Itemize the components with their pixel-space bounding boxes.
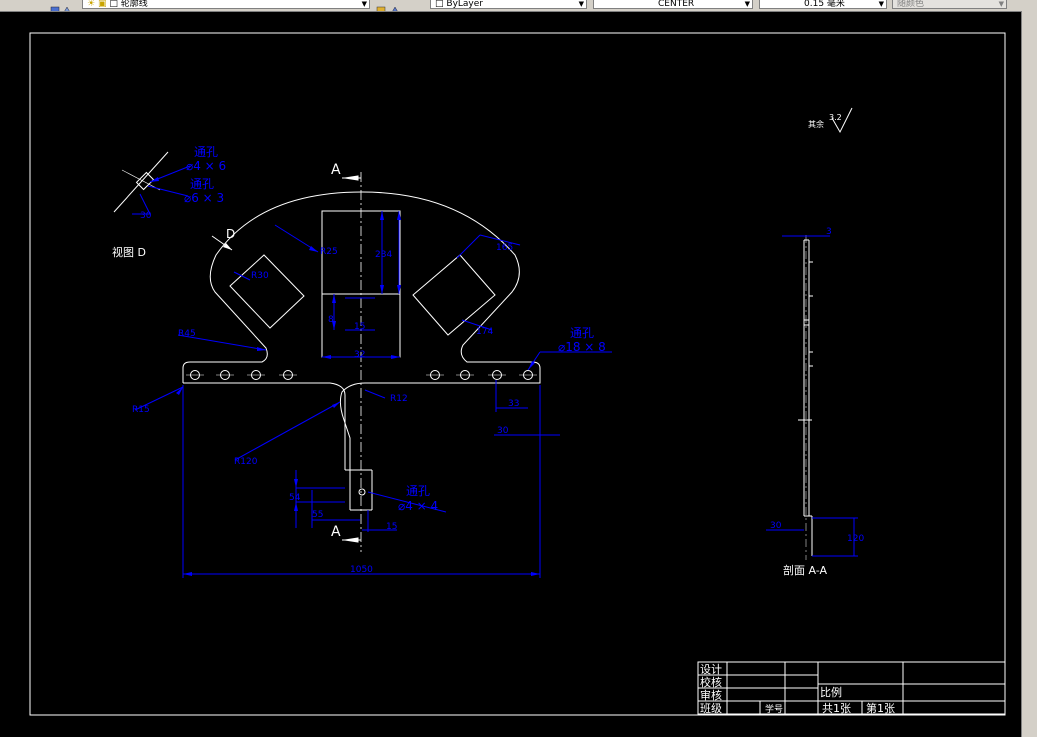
surface-finish-label: 其余 bbox=[808, 119, 824, 129]
view-d-hole-label-2: 通孔 bbox=[190, 177, 214, 191]
title-block-sheet-no: 第1张 bbox=[866, 701, 895, 715]
dimension-lines bbox=[134, 211, 612, 578]
layer-icon[interactable] bbox=[50, 0, 60, 11]
surface-finish-symbol bbox=[831, 107, 853, 134]
dim-54: 54 bbox=[289, 493, 301, 503]
section-marker-top-label: A bbox=[331, 162, 341, 178]
make-current-icon[interactable] bbox=[376, 0, 386, 11]
layer-previous-icon[interactable] bbox=[390, 0, 400, 11]
dim-33: 33 bbox=[508, 399, 519, 409]
view-d-arrow: D bbox=[211, 227, 235, 251]
section-marker-bottom-label: A bbox=[331, 524, 341, 540]
layer-combo-value: 轮廓线 bbox=[120, 0, 148, 9]
title-block-checker: 校核 bbox=[700, 675, 722, 689]
dim-r15: R15 bbox=[132, 405, 150, 415]
lock-icon: ▣ bbox=[97, 0, 107, 9]
sheet-border bbox=[29, 32, 1006, 716]
title-block-scale: 比例 bbox=[820, 685, 842, 699]
view-d-hole-value-1: ⌀4 × 6 bbox=[186, 159, 226, 173]
chevron-down-icon: ▼ bbox=[578, 0, 584, 8]
lineweight-combo[interactable]: 0.15 毫米 ▼ bbox=[759, 0, 887, 9]
sun-icon: ☀ bbox=[87, 0, 96, 9]
title-block bbox=[697, 661, 1006, 715]
vertical-scrollbar[interactable] bbox=[1021, 11, 1037, 737]
linetype-combo[interactable]: CENTER ▼ bbox=[593, 0, 753, 9]
dim-30: 30 bbox=[497, 426, 509, 436]
dim-165: 165 bbox=[496, 243, 513, 253]
surface-finish-value: 3.2 bbox=[829, 113, 842, 122]
hole-note-bottom-value: ⌀4 × 4 bbox=[398, 499, 438, 513]
view-d-dim-30: 30 bbox=[140, 211, 152, 221]
dim-1050: 1050 bbox=[350, 565, 373, 575]
section-dim-3: 3 bbox=[826, 227, 832, 237]
view-d-detail: 通孔 ⌀4 × 6 通孔 ⌀6 × 3 30 视图 D bbox=[112, 145, 226, 259]
plotstyle-combo[interactable]: 随颜色 ▼ bbox=[892, 0, 1007, 9]
view-d-arrow-label: D bbox=[226, 227, 235, 241]
hole-note-right-label: 通孔 bbox=[570, 326, 594, 340]
properties-toolbar: ☀ ▣ □ 轮廓线 ▼ □ ByLayer ▼ CENTER ▼ 0.15 毫米… bbox=[0, 0, 1037, 12]
title-block-class: 班级 bbox=[700, 702, 722, 715]
title-block-student-id: 学号 bbox=[765, 703, 783, 715]
dim-15: 15 bbox=[354, 322, 365, 332]
lineweight-combo-value: 0.15 毫米 bbox=[804, 0, 845, 9]
color-combo-value: ByLayer bbox=[446, 0, 483, 9]
dim-r120: R120 bbox=[234, 457, 258, 467]
hole-note-bottom-label: 通孔 bbox=[406, 484, 430, 498]
section-dim-30: 30 bbox=[770, 521, 782, 531]
dim-234: 234 bbox=[375, 250, 392, 260]
section-dimensions bbox=[766, 235, 858, 557]
chevron-down-icon: ▼ bbox=[878, 0, 884, 8]
view-d-hole-label-1: 通孔 bbox=[194, 145, 218, 159]
dimension-arrows bbox=[176, 211, 540, 576]
section-label: 剖面 A-A bbox=[783, 563, 828, 577]
section-marker-bottom bbox=[342, 537, 361, 543]
dim-55: 55 bbox=[312, 510, 323, 520]
section-dim-120: 120 bbox=[847, 534, 864, 544]
view-d-hole-value-2: ⌀6 × 3 bbox=[184, 191, 224, 205]
dim-r45: R45 bbox=[178, 329, 196, 339]
layer-color-swatch: □ bbox=[109, 0, 118, 9]
layer-combo[interactable]: ☀ ▣ □ 轮廓线 ▼ bbox=[82, 0, 370, 9]
section-marker-top bbox=[342, 175, 361, 181]
hole-note-right-value: ⌀18 × 8 bbox=[558, 340, 606, 354]
drawing-canvas[interactable]: A A bbox=[0, 11, 1021, 737]
dim-r25: R25 bbox=[320, 247, 338, 257]
dim-r12: R12 bbox=[390, 394, 408, 404]
linetype-combo-value: CENTER bbox=[658, 0, 695, 9]
chevron-down-icon: ▼ bbox=[998, 0, 1004, 8]
title-block-total-sheets: 共1张 bbox=[822, 702, 851, 715]
dim-c32: 32 bbox=[354, 350, 365, 360]
plotstyle-combo-value: 随颜色 bbox=[897, 0, 925, 9]
color-combo[interactable]: □ ByLayer ▼ bbox=[430, 0, 587, 9]
title-block-designer: 设计 bbox=[700, 663, 722, 676]
dim-174: 174 bbox=[476, 327, 493, 337]
layer-state-icon[interactable] bbox=[62, 0, 72, 11]
section-a-a bbox=[798, 239, 813, 556]
dim-8: 8 bbox=[328, 315, 334, 325]
dim-r30: R30 bbox=[251, 271, 269, 281]
title-block-reviewer: 审核 bbox=[700, 688, 722, 702]
main-part-outline bbox=[182, 191, 541, 511]
chevron-down-icon: ▼ bbox=[744, 0, 750, 8]
chevron-down-icon: ▼ bbox=[361, 0, 367, 8]
dim-15b: 15 bbox=[386, 522, 397, 532]
color-swatch: □ bbox=[435, 0, 444, 9]
view-d-label: 视图 D bbox=[112, 245, 146, 259]
